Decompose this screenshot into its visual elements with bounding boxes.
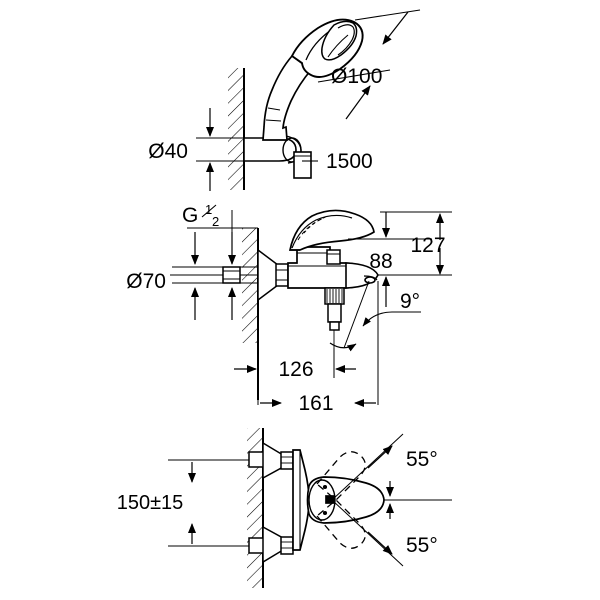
dim-label-dia-70: Ø70 [126, 270, 166, 293]
dim-label-55-lower: 55° [406, 534, 438, 557]
side-elevation-view: G 1 2 Ø70 88 127 [126, 202, 452, 415]
wall-hatch-middle [242, 228, 258, 343]
spout-outlet [345, 262, 379, 289]
handshower-spray-face [321, 20, 358, 61]
dimension-proj-126: 126 [234, 343, 356, 381]
lever-index-mark [325, 495, 335, 504]
dim-label-126: 126 [278, 358, 313, 381]
lever-swing-ghosts [316, 451, 366, 549]
dim-label-150-tolerance: 150±15 [117, 492, 184, 514]
dim-label-9-deg: 9° [400, 290, 420, 313]
union-upper [248, 441, 294, 480]
shower-hose-connector [293, 151, 312, 179]
hand-shower [262, 18, 364, 141]
dimension-centres-150: 150±15 [117, 459, 249, 547]
dim-label-161: 161 [298, 392, 333, 415]
dim-label-dia-40: Ø40 [148, 140, 188, 163]
dimension-thread-g12: G 1 2 [182, 202, 258, 320]
dimension-height-127: 127 [380, 211, 452, 275]
dimension-proj-161: 161 [257, 281, 379, 415]
lever-handle-plan [306, 476, 385, 524]
wall-hatch-upper [228, 68, 244, 190]
dim-label-g: G [182, 204, 198, 227]
dimension-dia-100: Ø100 [317, 9, 421, 120]
dim-label-55-upper: 55° [406, 448, 438, 471]
dim-label-88: 88 [369, 250, 392, 273]
s-union-escutcheon [222, 248, 289, 302]
dimension-angle-55-lower: 55° [331, 499, 438, 567]
dimension-dia-70: Ø70 [126, 266, 258, 293]
dimension-angle-55-upper: 55° [331, 433, 438, 501]
dimension-dia-40: Ø40 [148, 108, 244, 191]
shower-wall-holder [243, 135, 302, 164]
diverter-knob [326, 249, 341, 265]
dimension-height-88: 88 [348, 212, 432, 307]
dim-label-dia-100: Ø100 [331, 65, 382, 88]
dim-label-g-denominator: 2 [212, 214, 219, 229]
dim-label-127: 127 [410, 234, 445, 257]
dim-label-g-numerator: 1 [205, 202, 212, 217]
dimension-hose-1500: 1500 [302, 150, 373, 173]
dim-label-hose-1500: 1500 [326, 150, 373, 173]
plan-view: 55° 55° 150±15 [117, 428, 452, 588]
wall-section-upper [228, 68, 245, 190]
shower-outlet-connector [324, 287, 345, 331]
handshower-detail-view: Ø100 Ø40 1500 [148, 9, 421, 191]
lever-handle [288, 209, 375, 251]
